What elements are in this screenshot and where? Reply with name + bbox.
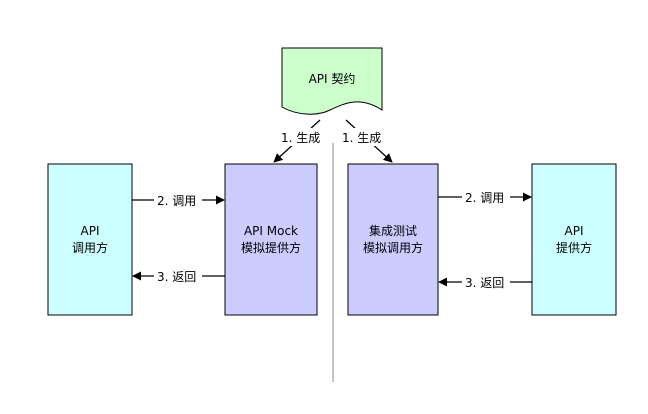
api-caller-label-line2: 调用方 <box>72 240 108 255</box>
generate-arrow-right: 1. 生成 <box>339 119 393 163</box>
api-provider-label-line1: API <box>565 224 584 238</box>
generate-arrow-left: 1. 生成 <box>273 119 326 163</box>
api-provider-label-line2: 提供方 <box>556 240 592 255</box>
call-arrow-right: 2. 调用 <box>438 188 532 206</box>
generate-label-right: 1. 生成 <box>342 131 381 145</box>
return-arrow-left: 3. 返回 <box>132 267 225 285</box>
api-contract-node[interactable]: API 契约 <box>281 47 383 115</box>
call-label-right: 2. 调用 <box>465 191 504 205</box>
call-arrow-left: 2. 调用 <box>132 191 225 209</box>
api-caller-label-line1: API <box>81 224 100 238</box>
return-arrow-right: 3. 返回 <box>438 273 532 291</box>
call-label-left: 2. 调用 <box>157 194 196 208</box>
api-provider-node[interactable]: API 提供方 <box>531 163 617 316</box>
mock-provider-label-line2: 模拟提供方 <box>241 240 301 255</box>
integration-caller-label-line2: 模拟调用方 <box>363 240 423 255</box>
mock-provider-node[interactable]: API Mock 模拟提供方 <box>224 163 318 316</box>
api-caller-node[interactable]: API 调用方 <box>47 163 133 316</box>
api-contract-label: API 契约 <box>309 71 356 86</box>
integration-caller-label-line1: 集成测试 <box>369 223 417 238</box>
integration-caller-node[interactable]: 集成测试 模拟调用方 <box>347 163 439 316</box>
return-label-right: 3. 返回 <box>465 276 504 290</box>
return-label-left: 3. 返回 <box>157 270 196 284</box>
generate-label-left: 1. 生成 <box>281 131 320 145</box>
mock-provider-label-line1: API Mock <box>244 224 298 238</box>
